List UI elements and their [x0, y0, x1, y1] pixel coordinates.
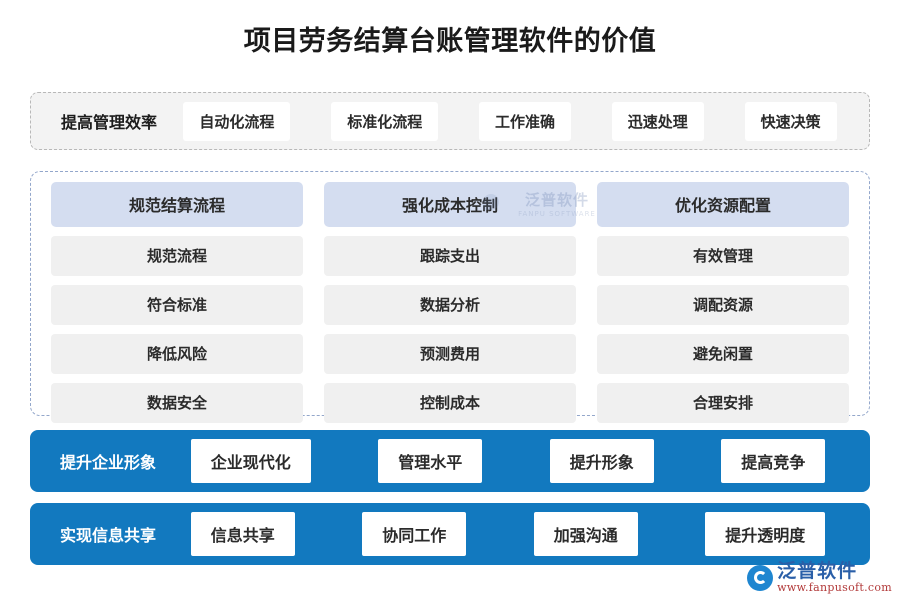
- top-band-chip[interactable]: 快速决策: [744, 101, 837, 141]
- column-item[interactable]: 规范流程: [51, 236, 303, 276]
- column-item[interactable]: 预测费用: [324, 334, 576, 374]
- top-band-chip-list: 自动化流程 标准化流程 工作准确 迅速处理 快速决策: [167, 101, 853, 141]
- column-cost-control: 强化成本控制 跟踪支出 数据分析 预测费用 控制成本: [324, 182, 576, 423]
- blue-band-chip[interactable]: 提升形象: [549, 439, 654, 483]
- blue-band-chip[interactable]: 管理水平: [378, 439, 483, 483]
- column-item[interactable]: 有效管理: [597, 236, 849, 276]
- blue-band-information-sharing: 实现信息共享 信息共享 协同工作 加强沟通 提升透明度: [30, 503, 870, 565]
- top-band-chip[interactable]: 标准化流程: [331, 101, 439, 141]
- fanpu-logo-icon: [747, 564, 774, 591]
- column-item[interactable]: 控制成本: [324, 383, 576, 423]
- column-header: 规范结算流程: [51, 182, 303, 227]
- column-item[interactable]: 跟踪支出: [324, 236, 576, 276]
- blue-band-chip[interactable]: 信息共享: [190, 512, 295, 556]
- top-efficiency-band: 提高管理效率 自动化流程 标准化流程 工作准确 迅速处理 快速决策: [30, 92, 870, 150]
- middle-three-column-panel: 规范结算流程 规范流程 符合标准 降低风险 数据安全 强化成本控制 跟踪支出 数…: [30, 171, 870, 423]
- top-band-chip[interactable]: 迅速处理: [611, 101, 704, 141]
- blue-band-label: 提升企业形象: [60, 453, 157, 472]
- column-item[interactable]: 避免闲置: [597, 334, 849, 374]
- top-band-label: 提高管理效率: [61, 113, 158, 132]
- corner-watermark-logo: 泛普软件 www.fanpusoft.com: [747, 561, 892, 594]
- corner-watermark-text: 泛普软件 www.fanpusoft.com: [777, 561, 892, 594]
- blue-band-chip-list: 企业现代化 管理水平 提升形象 提高竞争: [162, 439, 854, 483]
- column-item[interactable]: 数据分析: [324, 285, 576, 325]
- blue-band-chip-list: 信息共享 协同工作 加强沟通 提升透明度: [162, 512, 854, 556]
- blue-band-corporate-image: 提升企业形象 企业现代化 管理水平 提升形象 提高竞争: [30, 430, 870, 492]
- blue-band-chip[interactable]: 企业现代化: [190, 439, 311, 483]
- blue-band-chip[interactable]: 提高竞争: [721, 439, 826, 483]
- page-title: 项目劳务结算台账管理软件的价值: [243, 26, 657, 57]
- blue-band-chip[interactable]: 加强沟通: [533, 512, 638, 556]
- column-resource-allocation: 优化资源配置 有效管理 调配资源 避免闲置 合理安排: [597, 182, 849, 423]
- column-item[interactable]: 数据安全: [51, 383, 303, 423]
- blue-band-chip[interactable]: 提升透明度: [705, 512, 826, 556]
- corner-brand-url: www.fanpusoft.com: [777, 581, 892, 594]
- column-item[interactable]: 调配资源: [597, 285, 849, 325]
- column-item[interactable]: 合理安排: [597, 383, 849, 423]
- top-band-chip[interactable]: 工作准确: [479, 101, 572, 141]
- top-band-chip[interactable]: 自动化流程: [183, 101, 291, 141]
- column-header: 优化资源配置: [597, 182, 849, 227]
- blue-band-chip[interactable]: 协同工作: [362, 512, 467, 556]
- column-item[interactable]: 降低风险: [51, 334, 303, 374]
- column-header: 强化成本控制: [324, 182, 576, 227]
- column-item[interactable]: 符合标准: [51, 285, 303, 325]
- blue-band-label: 实现信息共享: [60, 526, 157, 545]
- column-settlement-process: 规范结算流程 规范流程 符合标准 降低风险 数据安全: [51, 182, 303, 423]
